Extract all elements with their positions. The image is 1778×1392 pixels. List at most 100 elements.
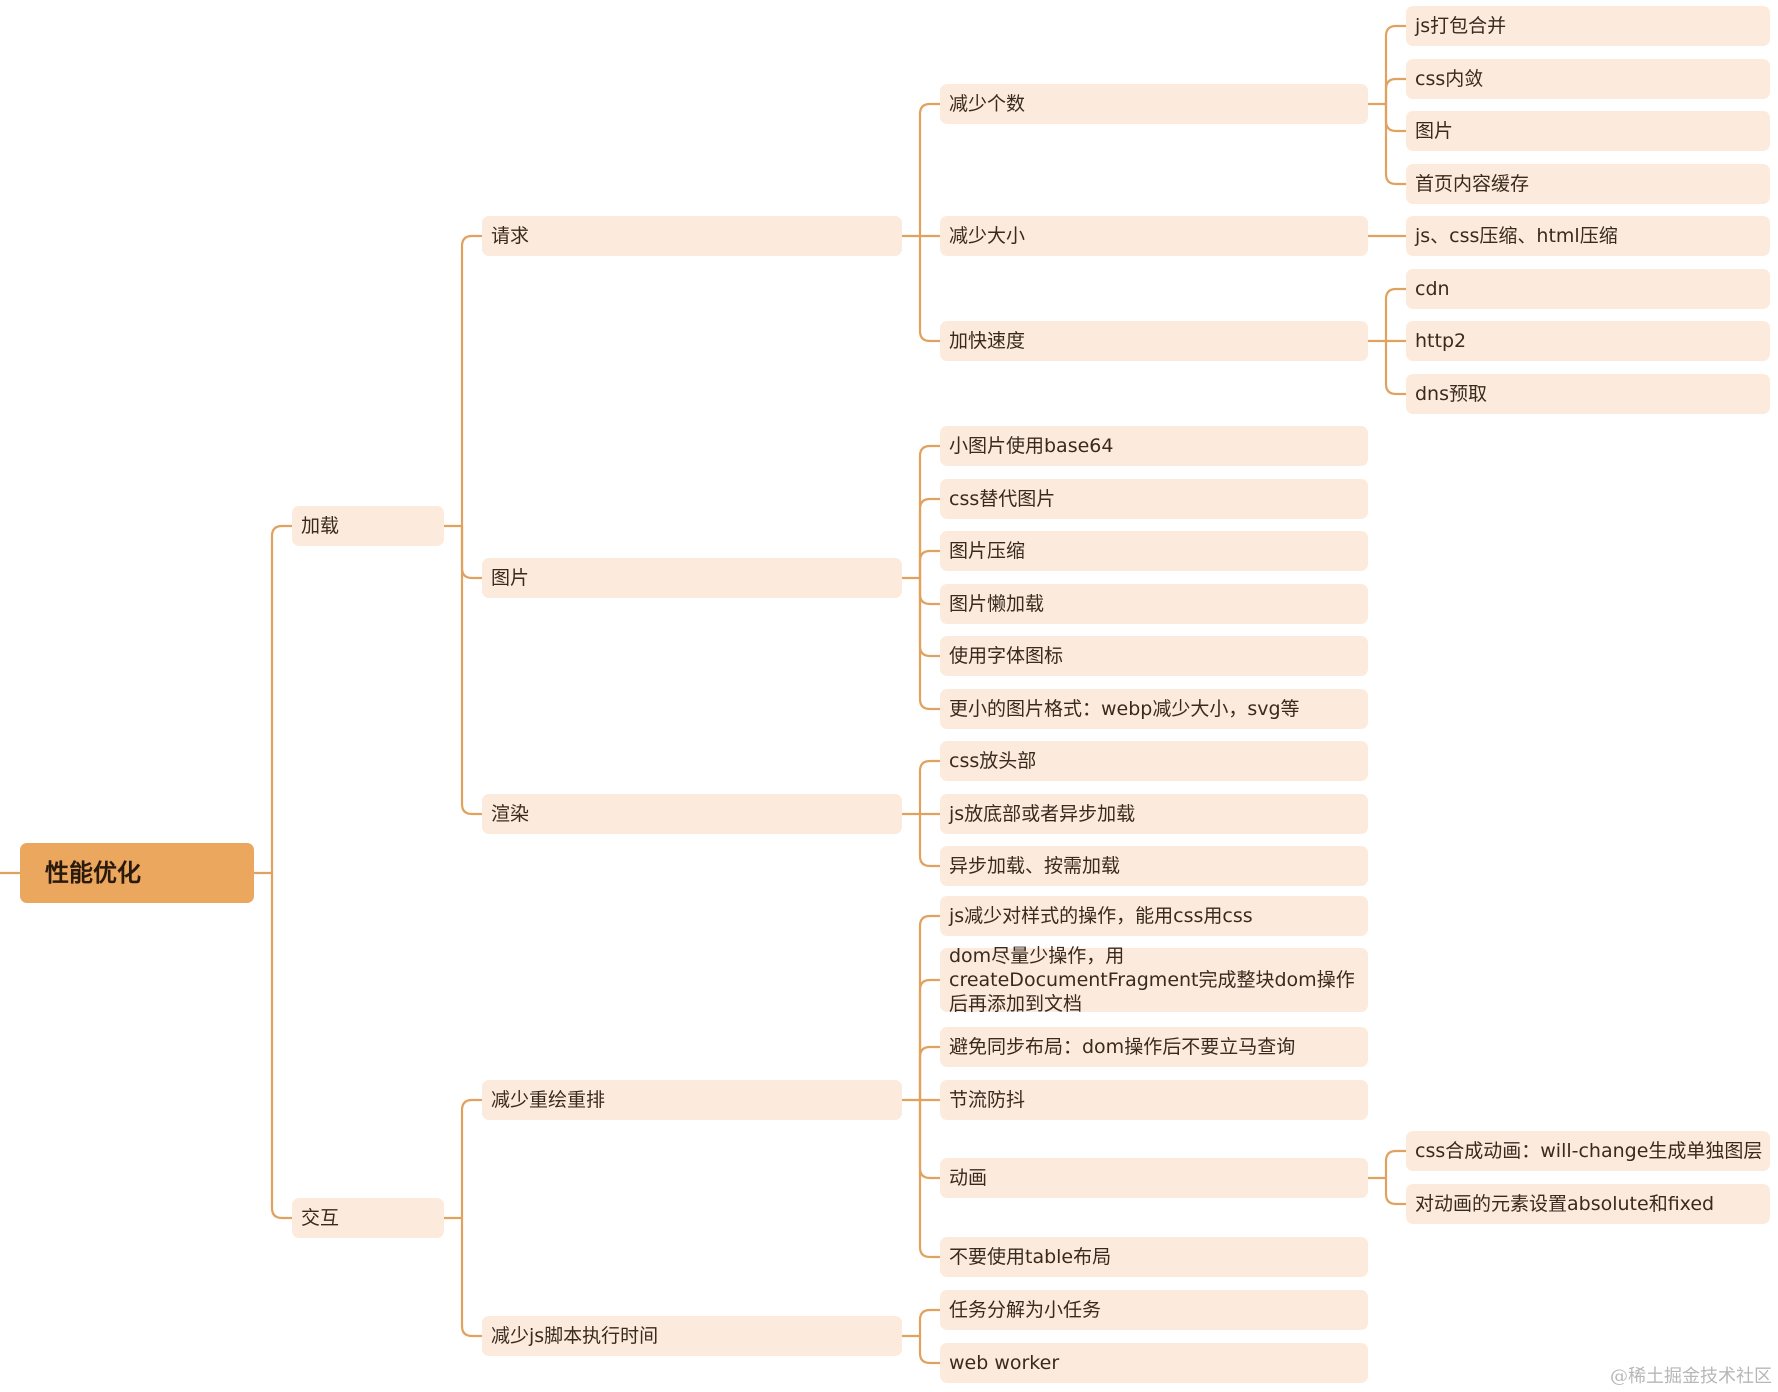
- node-label: 对动画的元素设置absolute和fixed: [1415, 1193, 1715, 1215]
- connector-reflow-branch-5: [918, 1100, 940, 1259]
- connector-reflow-branch-0: [918, 914, 940, 1100]
- node-label: css放头部: [949, 750, 1037, 772]
- leaf-compress[interactable]: js、css压缩、html压缩: [1406, 216, 1770, 256]
- connector-render-branch-2: [918, 814, 940, 868]
- connector-load-branch-0: [460, 234, 482, 526]
- node-label: 首页内容缓存: [1415, 173, 1530, 195]
- connector-image-branch-1: [918, 497, 940, 578]
- connector-image-branch-4: [918, 578, 940, 658]
- node-label: js、css压缩、html压缩: [1415, 225, 1618, 247]
- leaf-js-bundle[interactable]: js打包合并: [1406, 6, 1770, 46]
- node-label: 不要使用table布局: [949, 1246, 1112, 1268]
- connector-interact-branch-0: [460, 1098, 482, 1218]
- node-load[interactable]: 加载: [292, 506, 444, 546]
- leaf-will-change[interactable]: css合成动画：will-change生成单独图层: [1406, 1131, 1770, 1171]
- leaf-image-compress[interactable]: 图片压缩: [940, 531, 1368, 571]
- connector-request-branch-0: [918, 102, 940, 236]
- leaf-home-cache[interactable]: 首页内容缓存: [1406, 164, 1770, 204]
- leaf-js-style-ops[interactable]: js减少对样式的操作，能用css用css: [940, 896, 1368, 936]
- node-interact[interactable]: 交互: [292, 1198, 444, 1238]
- node-reduce-reflow[interactable]: 减少重绘重排: [482, 1080, 902, 1120]
- connector-reflow-branch-2: [918, 1045, 940, 1100]
- node-speed-up[interactable]: 加快速度: [940, 321, 1368, 361]
- node-label: dom尽量少操作，用createDocumentFragment完成整块dom操…: [949, 945, 1355, 1015]
- node-label: 加快速度: [949, 330, 1026, 352]
- watermark: @稀土掘金技术社区: [1610, 1366, 1772, 1387]
- leaf-sync-layout[interactable]: 避免同步布局：dom操作后不要立马查询: [940, 1027, 1368, 1067]
- node-reduce-size[interactable]: 减少大小: [940, 216, 1368, 256]
- connector-load-branch-1: [460, 526, 482, 580]
- node-label: 小图片使用base64: [949, 435, 1114, 457]
- connector-speed-up-branch-2: [1384, 341, 1406, 396]
- node-request[interactable]: 请求: [482, 216, 902, 256]
- node-label: 异步加载、按需加载: [949, 855, 1121, 877]
- node-label: css替代图片: [949, 488, 1056, 510]
- node-label: 减少个数: [949, 93, 1026, 115]
- node-label: 图片: [1415, 120, 1454, 142]
- leaf-image[interactable]: 图片: [1406, 111, 1770, 151]
- node-label: 减少重绘重排: [491, 1089, 606, 1111]
- leaf-no-table[interactable]: 不要使用table布局: [940, 1237, 1368, 1277]
- connector-speed-up-branch-0: [1384, 287, 1406, 341]
- node-label: 图片懒加载: [949, 593, 1045, 615]
- node-label: js放底部或者异步加载: [949, 803, 1136, 825]
- connector-interact-branch-1: [460, 1218, 482, 1338]
- node-label: cdn: [1415, 278, 1450, 300]
- leaf-js-bottom[interactable]: js放底部或者异步加载: [940, 794, 1368, 834]
- node-label: 渲染: [491, 803, 530, 825]
- node-label: 图片: [491, 567, 530, 589]
- leaf-split-tasks[interactable]: 任务分解为小任务: [940, 1290, 1368, 1330]
- leaf-web-worker[interactable]: web worker: [940, 1343, 1368, 1383]
- leaf-cdn[interactable]: cdn: [1406, 269, 1770, 309]
- leaf-icon-font[interactable]: 使用字体图标: [940, 636, 1368, 676]
- leaf-base64[interactable]: 小图片使用base64: [940, 426, 1368, 466]
- connector-reduce-count-branch-1: [1384, 77, 1406, 104]
- connector-image-branch-5: [918, 578, 940, 711]
- connector-image-branch-3: [918, 578, 940, 606]
- connector-root-branch-1: [270, 873, 292, 1220]
- leaf-http2[interactable]: http2: [1406, 321, 1770, 361]
- root-node[interactable]: 性能优化: [20, 843, 254, 903]
- connector-load-branch-2: [460, 526, 482, 816]
- leaf-smaller-format[interactable]: 更小的图片格式：webp减少大小，svg等: [940, 689, 1368, 729]
- node-reduce-count[interactable]: 减少个数: [940, 84, 1368, 124]
- leaf-dom-fragment[interactable]: dom尽量少操作，用createDocumentFragment完成整块dom操…: [940, 945, 1368, 1015]
- node-label: web worker: [949, 1352, 1060, 1374]
- node-label: 更小的图片格式：webp减少大小，svg等: [949, 698, 1300, 720]
- node-label: 减少大小: [949, 225, 1026, 247]
- connector-animation-branch-1: [1384, 1178, 1406, 1206]
- connector-reflow-branch-4: [918, 1100, 940, 1180]
- node-label: 请求: [491, 225, 530, 247]
- node-label: 任务分解为小任务: [949, 1299, 1102, 1321]
- connector-js-time-branch-1: [918, 1336, 940, 1365]
- connector-root-branch-0: [270, 524, 292, 873]
- node-label: css内敛: [1415, 68, 1484, 90]
- leaf-css-replace-image[interactable]: css替代图片: [940, 479, 1368, 519]
- leaf-css-head[interactable]: css放头部: [940, 741, 1368, 781]
- leaf-throttle-debounce[interactable]: 节流防抖: [940, 1080, 1368, 1120]
- connector-render-branch-0: [918, 759, 940, 814]
- leaf-lazy-load[interactable]: 图片懒加载: [940, 584, 1368, 624]
- node-label: css合成动画：will-change生成单独图层: [1415, 1140, 1763, 1162]
- node-image[interactable]: 图片: [482, 558, 902, 598]
- connector-image-branch-2: [918, 549, 940, 578]
- connector-reduce-count-branch-3: [1384, 104, 1406, 186]
- connector-reduce-count-branch-2: [1384, 104, 1406, 133]
- leaf-async-load[interactable]: 异步加载、按需加载: [940, 846, 1368, 886]
- node-label: js打包合并: [1415, 15, 1507, 37]
- node-render[interactable]: 渲染: [482, 794, 902, 834]
- node-label: 使用字体图标: [949, 645, 1064, 667]
- connector-js-time-branch-0: [918, 1308, 940, 1336]
- node-reduce-js-time[interactable]: 减少js脚本执行时间: [482, 1316, 902, 1356]
- connector-reduce-count-branch-0: [1384, 24, 1406, 104]
- node-label: 减少js脚本执行时间: [491, 1325, 659, 1347]
- connector-animation-branch-0: [1384, 1149, 1406, 1178]
- node-label: 交互: [301, 1207, 340, 1229]
- leaf-absolute-fixed[interactable]: 对动画的元素设置absolute和fixed: [1406, 1184, 1770, 1224]
- leaf-css-inline[interactable]: css内敛: [1406, 59, 1770, 99]
- node-label: http2: [1415, 330, 1467, 352]
- leaf-dns-prefetch[interactable]: dns预取: [1406, 374, 1770, 414]
- node-animation[interactable]: 动画: [940, 1158, 1368, 1198]
